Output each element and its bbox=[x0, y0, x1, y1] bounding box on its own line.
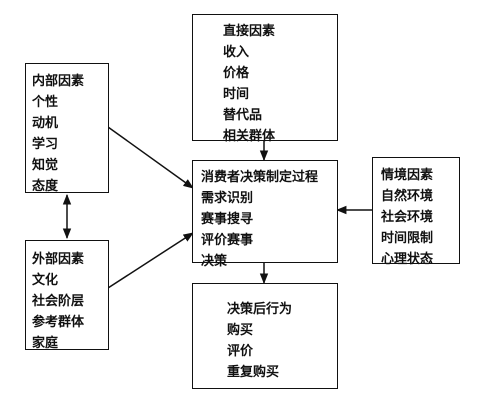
external-factors-title: 外部因素 bbox=[32, 252, 85, 267]
internal-factor-item: 个性 bbox=[32, 95, 59, 110]
external-factors-box: 外部因素 文化 社会阶层 参考群体 家庭 bbox=[25, 240, 109, 351]
external-factor-item: 社会阶层 bbox=[32, 294, 85, 309]
external-factor-item: 文化 bbox=[32, 273, 59, 288]
direct-factors-box: 直接因素 收入 价格 时间 替代品 相关群体 bbox=[192, 14, 338, 144]
post-decision-item: 评价 bbox=[227, 344, 254, 359]
post-decision-box: 决策后行为 购买 评价 重复购买 bbox=[192, 283, 338, 389]
decision-process-box: 消费者决策制定过程 需求识别 赛事搜寻 评价赛事 决策 bbox=[192, 160, 338, 269]
post-decision-item: 重复购买 bbox=[227, 365, 280, 380]
direct-factors-title: 直接因素 bbox=[223, 24, 276, 39]
arrow-external-to-process bbox=[107, 232, 194, 289]
direct-factor-item: 价格 bbox=[223, 66, 250, 81]
situational-factors-box: 情境因素 自然环境 社会环境 时间限制 心理状态 bbox=[372, 157, 460, 267]
direct-factor-item: 收入 bbox=[223, 45, 250, 60]
post-decision-title: 决策后行为 bbox=[227, 302, 293, 317]
situational-factor-item: 心理状态 bbox=[381, 252, 434, 267]
internal-factors-title: 内部因素 bbox=[32, 74, 85, 89]
situational-factor-item: 自然环境 bbox=[381, 189, 434, 204]
post-decision-item: 购买 bbox=[227, 323, 254, 338]
internal-factor-item: 学习 bbox=[32, 137, 59, 152]
external-factor-item: 参考群体 bbox=[32, 315, 85, 330]
arrow-internal-to-process bbox=[107, 126, 194, 189]
decision-process-step: 决策 bbox=[201, 254, 228, 269]
decision-process-step: 赛事搜寻 bbox=[201, 212, 254, 227]
situational-factor-item: 社会环境 bbox=[381, 210, 434, 225]
internal-factor-item: 态度 bbox=[32, 179, 59, 194]
decision-process-title: 消费者决策制定过程 bbox=[201, 170, 319, 185]
situational-factor-item: 时间限制 bbox=[381, 231, 434, 246]
external-factor-item: 家庭 bbox=[32, 336, 59, 351]
situational-factors-title: 情境因素 bbox=[381, 168, 434, 183]
direct-factor-item: 时间 bbox=[223, 87, 250, 102]
decision-process-step: 评价赛事 bbox=[201, 233, 254, 248]
internal-factor-item: 动机 bbox=[32, 116, 59, 131]
decision-process-step: 需求识别 bbox=[201, 191, 254, 206]
internal-factors-box: 内部因素 个性 动机 学习 知觉 态度 bbox=[25, 63, 109, 194]
direct-factor-item: 替代品 bbox=[223, 108, 263, 123]
internal-factor-item: 知觉 bbox=[32, 158, 59, 173]
direct-factor-item: 相关群体 bbox=[223, 129, 276, 144]
